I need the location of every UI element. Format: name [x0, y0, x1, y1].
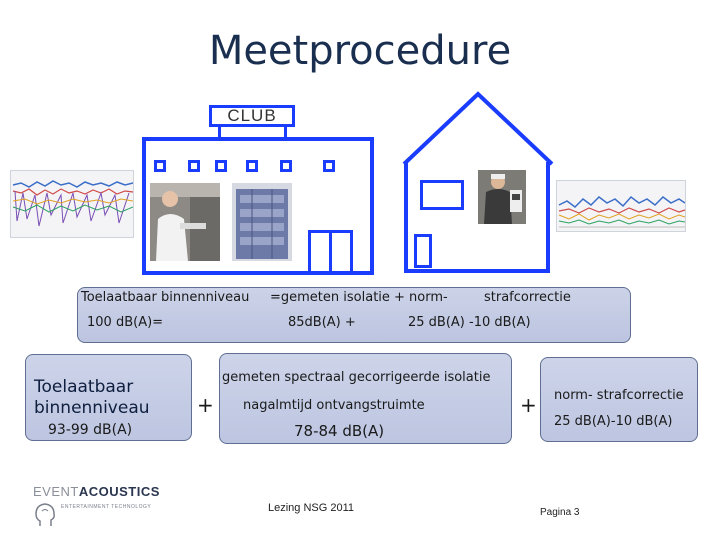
person-photo-club-graphic: [150, 183, 220, 261]
person-photo-club: [150, 183, 220, 261]
correction-value: 25 dB(A)-10 dB(A): [554, 414, 673, 429]
spectrum-graph-left: [11, 171, 133, 237]
company-logo: EVENTACOUSTICS ENTERTAINMENT TECHNOLOGY: [33, 484, 160, 526]
formula-term-target: Toelaatbaar binnenniveau: [81, 290, 250, 305]
person-photo-house-graphic: [478, 170, 526, 224]
formula-term-isolation: =gemeten isolatie + norm-: [270, 290, 448, 305]
club-building: [142, 137, 374, 275]
isolation-value: 78-84 dB(A): [294, 422, 385, 440]
formula-value-target: 100 dB(A)=: [87, 315, 164, 330]
equipment-photo-club: [232, 183, 292, 261]
logo-tagline: ENTERTAINMENT TECHNOLOGY: [61, 504, 152, 510]
sign-pole-right: [284, 127, 287, 137]
club-window: [215, 160, 227, 172]
house-building: [404, 162, 550, 273]
isolation-label-1: gemeten spectraal gecorrigeerde isolatie: [222, 370, 491, 385]
footer-center: Lezing NSG 2011: [268, 502, 355, 514]
club-window: [154, 160, 166, 172]
head-logo-icon: [35, 503, 55, 526]
page-number: Pagina 3: [540, 507, 580, 518]
sign-pole-left: [218, 127, 221, 137]
isolation-box: [219, 353, 512, 444]
club-window: [280, 160, 292, 172]
formula-value-isolation: 85dB(A) +: [288, 315, 356, 330]
logo-name-a: EVENT: [33, 484, 79, 499]
formula-box: [77, 287, 631, 343]
house-window: [420, 180, 464, 210]
club-door: [308, 230, 353, 271]
target-level-label-2: binnenniveau: [34, 398, 150, 418]
target-level-value: 93-99 dB(A): [48, 422, 133, 438]
target-level-box: [25, 354, 192, 441]
formula-value-correction: 25 dB(A) -10 dB(A): [408, 315, 531, 330]
plus-operator: +: [520, 393, 537, 417]
plus-operator: +: [197, 393, 214, 417]
formula-term-correction: strafcorrectie: [484, 290, 571, 305]
spectrum-image-right: [556, 180, 686, 232]
page-title: Meetprocedure: [208, 28, 512, 74]
correction-box: [540, 357, 698, 442]
club-sign: CLUB: [209, 105, 295, 127]
person-photo-house: [478, 170, 526, 224]
target-level-label-1: Toelaatbaar: [34, 377, 134, 397]
correction-label: norm- strafcorrectie: [554, 388, 684, 403]
spectrum-graph-right: [557, 181, 685, 231]
club-window: [188, 160, 200, 172]
club-window: [246, 160, 258, 172]
club-window: [323, 160, 335, 172]
isolation-label-2: nagalmtijd ontvangstruimte: [243, 398, 425, 413]
spectrum-image-left: [10, 170, 134, 238]
house-roof: [402, 91, 554, 166]
house-door: [414, 234, 432, 268]
logo-name-b: ACOUSTICS: [78, 484, 160, 499]
club-door-divider: [329, 233, 332, 271]
equipment-photo-club-graphic: [232, 183, 292, 261]
